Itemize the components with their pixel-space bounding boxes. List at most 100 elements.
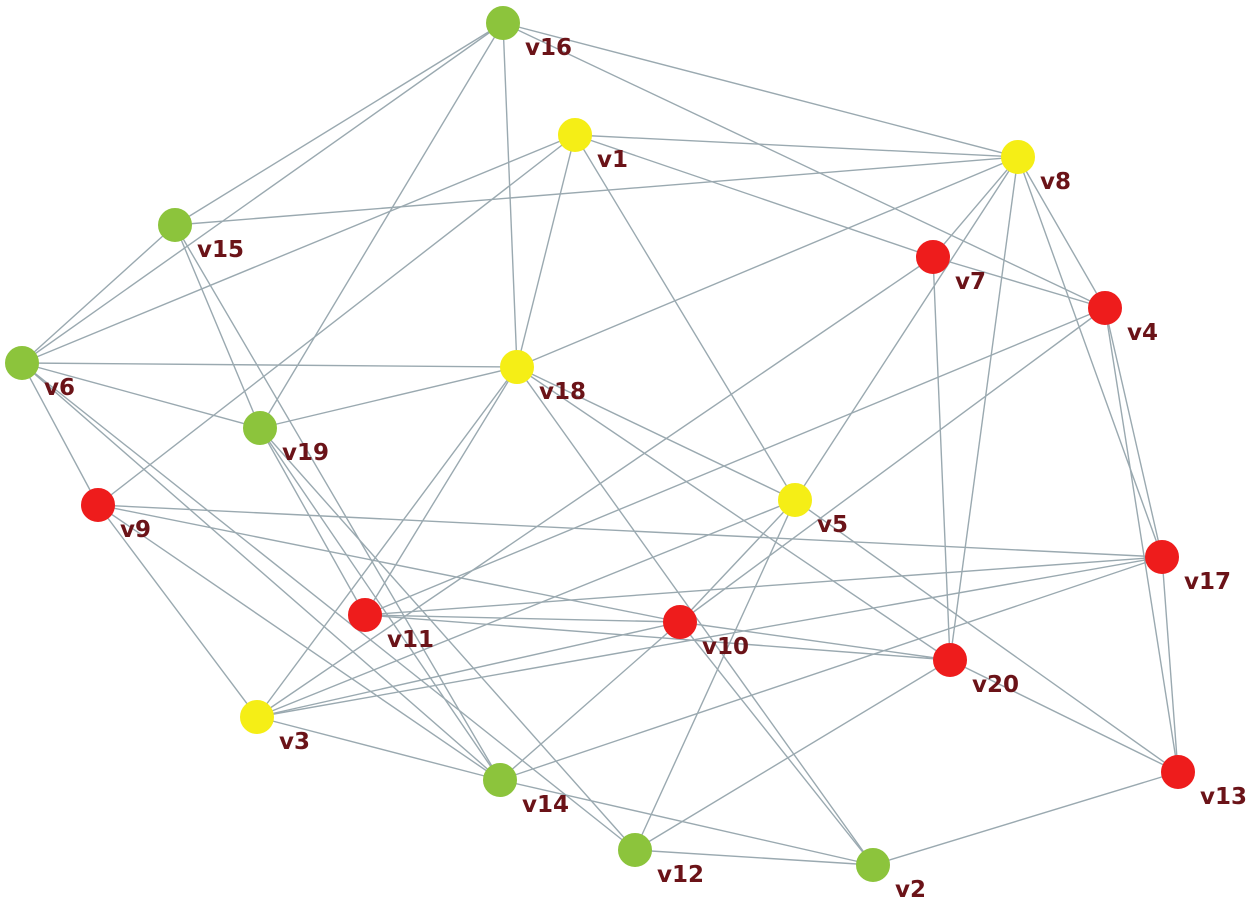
edge-v16-v8: [502, 22, 1019, 158]
edge-v5-v10: [679, 499, 796, 623]
edge-v1-v5: [574, 134, 796, 501]
node-label-v13: v13: [1200, 784, 1247, 810]
node-label-v15: v15: [197, 237, 244, 263]
edge-v7-v4: [932, 256, 1106, 309]
node-circle-v7: [916, 240, 950, 274]
node-v10: v10: [663, 605, 749, 660]
edge-v5-v13: [794, 499, 1179, 773]
edge-v17-v14: [499, 556, 1163, 781]
node-v11: v11: [348, 598, 434, 653]
node-circle-v3: [240, 700, 274, 734]
edge-v20-v12: [634, 659, 951, 851]
node-circle-v4: [1088, 291, 1122, 325]
node-label-v9: v9: [120, 517, 151, 543]
node-circle-v16: [486, 6, 520, 40]
edge-v8-v7: [932, 156, 1019, 258]
node-v3: v3: [240, 700, 310, 755]
node-circle-v1: [558, 118, 592, 152]
edge-v11-v10: [364, 614, 681, 623]
node-label-v7: v7: [955, 269, 986, 295]
edge-v17-v3: [256, 556, 1163, 718]
edge-v16-v19: [259, 22, 504, 429]
node-label-v5: v5: [817, 512, 848, 538]
node-circle-v6: [5, 346, 39, 380]
edge-v4-v17: [1104, 307, 1163, 558]
node-v4: v4: [1088, 291, 1158, 346]
edge-v10-v14: [499, 621, 681, 781]
edge-v1-v8: [574, 134, 1019, 158]
node-v17: v17: [1145, 540, 1231, 595]
node-circle-v14: [483, 763, 517, 797]
edge-v10-v3: [256, 621, 681, 718]
node-label-v14: v14: [522, 792, 569, 818]
node-label-v2: v2: [895, 877, 926, 901]
edge-v18-v11: [364, 366, 518, 616]
node-v6: v6: [5, 346, 75, 401]
node-label-v20: v20: [972, 672, 1019, 698]
edge-v18-v3: [256, 366, 518, 718]
edge-v8-v17: [1017, 156, 1163, 558]
edge-v13-v2: [872, 771, 1179, 866]
edge-v19-v11: [259, 427, 366, 616]
edge-v18-v20: [516, 366, 951, 661]
node-circle-v10: [663, 605, 697, 639]
node-label-v3: v3: [279, 729, 310, 755]
node-v16: v16: [486, 6, 572, 61]
edge-v8-v20: [949, 156, 1019, 661]
edge-v18-v19: [259, 366, 518, 429]
node-circle-v15: [158, 208, 192, 242]
edge-v5-v12: [634, 499, 796, 851]
node-circle-v12: [618, 833, 652, 867]
node-circle-v13: [1161, 755, 1195, 789]
edge-v9-v14: [97, 504, 501, 781]
edge-v1-v7: [574, 134, 934, 258]
node-label-v8: v8: [1040, 169, 1071, 195]
node-v1: v1: [558, 118, 628, 173]
edge-v4-v10: [679, 307, 1106, 623]
node-label-v11: v11: [387, 627, 434, 653]
node-v13: v13: [1161, 755, 1247, 810]
edges-layer: [21, 22, 1179, 866]
nodes-layer: v1 v2 v3 v4 v5 v6 v7 v8 v9 v10 v11 v12 v13 v14 v15 v16 v…: [5, 6, 1247, 901]
edge-v1-v6: [21, 134, 576, 364]
node-v20: v20: [933, 643, 1019, 698]
edge-v11-v17: [364, 556, 1163, 616]
edge-v16-v18: [502, 22, 518, 368]
node-label-v18: v18: [539, 379, 586, 405]
edge-v20-v13: [949, 659, 1179, 773]
edge-v7-v3: [256, 256, 934, 718]
node-circle-v11: [348, 598, 382, 632]
node-v18: v18: [500, 350, 586, 405]
edge-v6-v12: [21, 362, 636, 851]
node-v19: v19: [243, 411, 329, 466]
node-label-v16: v16: [525, 35, 572, 61]
node-v14: v14: [483, 763, 569, 818]
node-v5: v5: [778, 483, 848, 538]
node-circle-v17: [1145, 540, 1179, 574]
edge-v9-v10: [97, 504, 681, 623]
edge-v18-v5: [516, 366, 796, 501]
node-v2: v2: [856, 848, 926, 901]
edge-v19-v12: [259, 427, 636, 851]
edge-v15-v14: [174, 224, 501, 781]
node-label-v4: v4: [1127, 320, 1158, 346]
node-v8: v8: [1001, 140, 1071, 195]
node-v7: v7: [916, 240, 986, 295]
edge-v1-v9: [97, 134, 576, 506]
edge-v15-v19: [174, 224, 261, 429]
edge-v16-v15: [174, 22, 504, 226]
edge-v11-v20: [364, 614, 951, 661]
edge-v4-v11: [364, 307, 1106, 616]
node-label-v6: v6: [44, 375, 75, 401]
edge-v8-v5: [794, 156, 1019, 501]
edge-v15-v6: [21, 224, 176, 364]
edge-v6-v9: [21, 362, 99, 506]
edge-v5-v3: [256, 499, 796, 718]
node-label-v17: v17: [1184, 569, 1231, 595]
node-circle-v9: [81, 488, 115, 522]
node-label-v12: v12: [657, 862, 704, 888]
edge-v1-v18: [516, 134, 576, 368]
node-v15: v15: [158, 208, 244, 263]
edge-v8-v4: [1017, 156, 1106, 309]
